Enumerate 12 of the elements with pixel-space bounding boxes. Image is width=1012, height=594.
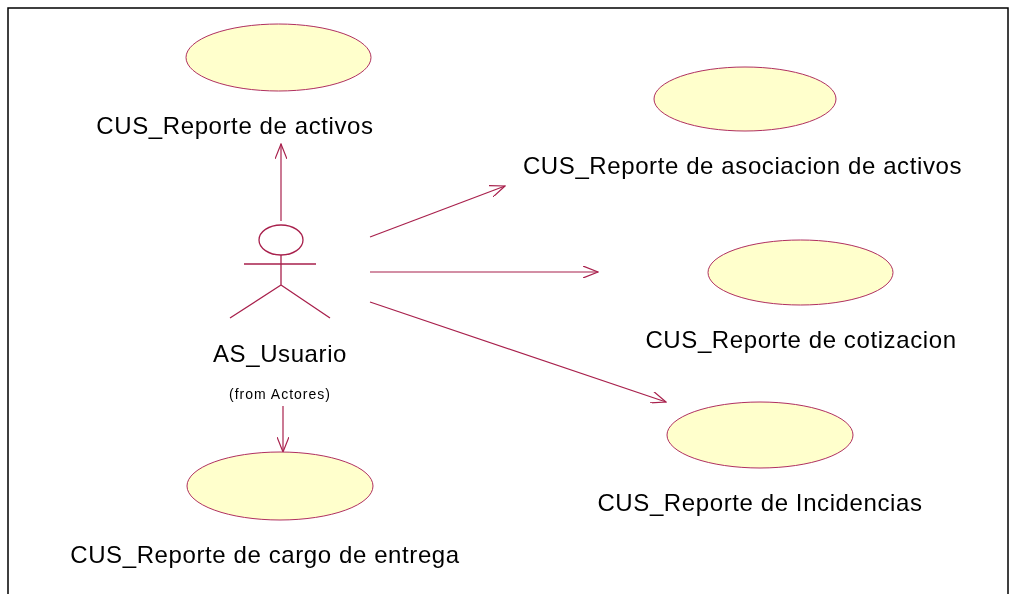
association-arrow xyxy=(369,185,506,238)
use-case-name: CUS_Reporte de cargo de entrega xyxy=(69,540,461,570)
association-arrow xyxy=(276,405,290,453)
use-case-name: CUS_Reporte de cotizacion xyxy=(644,325,958,355)
use-case-name: CUS_Reporte de Incidencias xyxy=(596,488,924,518)
actor-package-note: (from Actores) xyxy=(228,385,332,403)
actor-name: AS_Usuario xyxy=(211,339,349,369)
use-case-name: CUS_Reporte de asociacion de activos xyxy=(521,151,964,181)
association-arrow xyxy=(274,143,288,222)
association-arrow xyxy=(369,301,667,404)
association-arrow xyxy=(369,265,599,279)
use-case-name: CUS_Reporte de activos xyxy=(95,111,375,141)
